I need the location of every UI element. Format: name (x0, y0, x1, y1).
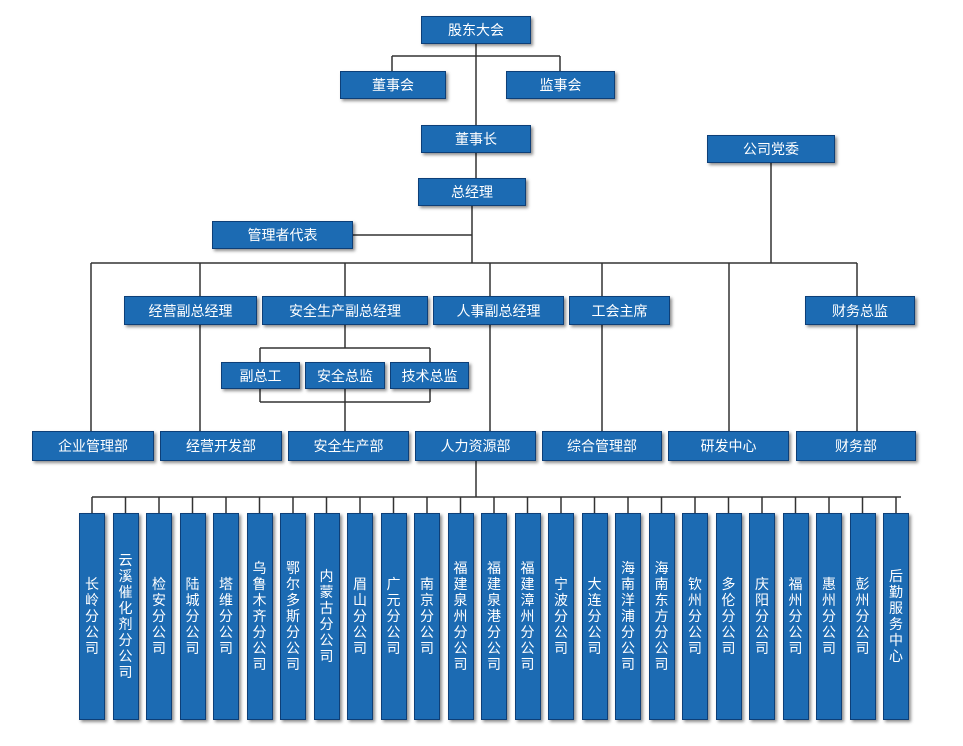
box-dept-rd: 研发中心 (668, 431, 789, 461)
branch-box: 塔维分公司 (213, 513, 239, 720)
box-vp-business: 经营副总经理 (124, 296, 257, 325)
branch-label: 庆阳分公司 (755, 576, 769, 657)
box-dept-finance: 财务部 (796, 431, 916, 461)
branch-label: 大连分公司 (587, 576, 602, 657)
branch-box: 钦州分公司 (682, 513, 708, 720)
branch-label: 乌鲁木齐分公司 (252, 560, 267, 673)
box-dept-enterprise: 企业管理部 (32, 431, 154, 461)
box-cfo: 财务总监 (805, 296, 915, 325)
box-tech-director: 技术总监 (390, 362, 469, 389)
branch-label: 福州分公司 (788, 576, 803, 657)
box-gm: 总经理 (418, 178, 526, 206)
branch-box: 检安分公司 (146, 513, 172, 720)
branch-box: 福建漳州分公司 (514, 513, 541, 720)
branch-label: 内蒙古分公司 (319, 568, 334, 665)
branch-label: 多伦分公司 (721, 576, 736, 657)
branch-label: 陆城分公司 (185, 576, 200, 657)
box-dept-general: 综合管理部 (542, 431, 662, 461)
branch-label: 海南洋浦分公司 (621, 560, 635, 673)
branch-label: 鄂尔多斯分公司 (286, 560, 300, 673)
branch-box: 内蒙古分公司 (313, 513, 340, 720)
branch-box: 福建泉州分公司 (447, 513, 474, 720)
branch-label: 福建漳州分公司 (520, 560, 535, 673)
branch-box: 后勤服务中心 (883, 513, 909, 720)
branch-box: 惠州分公司 (816, 513, 842, 720)
box-dept-hr: 人力资源部 (415, 431, 536, 461)
branch-box: 长岭分公司 (79, 513, 105, 720)
branch-label: 后勤服务中心 (889, 568, 903, 665)
box-board: 董事会 (340, 71, 446, 99)
box-deputy-engineer: 副总工 (221, 362, 300, 389)
branch-label: 广元分公司 (386, 576, 401, 657)
branch-box: 福州分公司 (782, 513, 809, 720)
branch-label: 惠州分公司 (822, 576, 836, 657)
branch-box: 广元分公司 (380, 513, 407, 720)
branch-label: 福建泉港分公司 (487, 560, 501, 673)
box-rep: 管理者代表 (212, 221, 353, 249)
branch-label: 海南东方分公司 (654, 560, 669, 673)
branch-box: 大连分公司 (581, 513, 608, 720)
branch-label: 彭州分公司 (855, 576, 870, 657)
box-union: 工会主席 (569, 296, 670, 325)
branch-box: 多伦分公司 (715, 513, 742, 720)
branch-box: 海南洋浦分公司 (615, 513, 641, 720)
branch-box: 福建泉港分公司 (481, 513, 507, 720)
box-supervisors: 监事会 (506, 71, 615, 99)
branch-label: 福建泉州分公司 (453, 560, 468, 673)
branch-box: 眉山分公司 (347, 513, 373, 720)
box-shareholders: 股东大会 (421, 16, 531, 44)
branch-label: 检安分公司 (152, 576, 166, 657)
branch-box: 南京分公司 (414, 513, 440, 720)
branch-box: 陆城分公司 (179, 513, 206, 720)
branch-box: 鄂尔多斯分公司 (280, 513, 306, 720)
branch-box: 乌鲁木齐分公司 (246, 513, 273, 720)
branch-label: 云溪催化剂分公司 (118, 552, 133, 681)
branch-box: 庆阳分公司 (749, 513, 775, 720)
branch-box: 云溪催化剂分公司 (112, 513, 139, 720)
branch-box: 海南东方分公司 (648, 513, 675, 720)
branch-label: 钦州分公司 (688, 576, 702, 657)
box-vp-hr: 人事副总经理 (433, 296, 564, 325)
box-dept-safety: 安全生产部 (288, 431, 409, 461)
branch-label: 南京分公司 (420, 576, 434, 657)
branch-label: 长岭分公司 (85, 576, 99, 657)
box-safety-director: 安全总监 (305, 362, 385, 389)
branch-box: 彭州分公司 (849, 513, 876, 720)
box-chairman: 董事长 (421, 125, 531, 153)
branch-box: 宁波分公司 (548, 513, 574, 720)
box-dept-business-dev: 经营开发部 (160, 431, 282, 461)
box-vp-safety: 安全生产副总经理 (262, 296, 428, 325)
branch-label: 塔维分公司 (219, 576, 233, 657)
branch-label: 眉山分公司 (353, 576, 367, 657)
branch-label: 宁波分公司 (554, 576, 568, 657)
box-party: 公司党委 (707, 135, 835, 163)
